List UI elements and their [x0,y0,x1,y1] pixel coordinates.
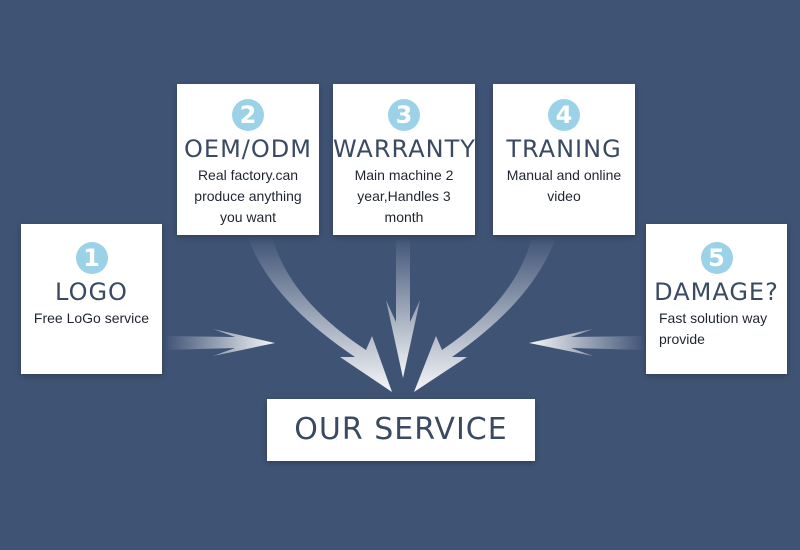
card-title: DAMAGE? [654,278,779,306]
our-service-box: OUR SERVICE [267,399,535,461]
our-service-label: OUR SERVICE [294,412,508,447]
arrow-down-curved-icon [414,237,556,392]
number-badge: 2 [232,99,264,131]
desc-line: produce anything [194,188,302,204]
desc-line: Main machine 2 [354,167,454,183]
desc-line: you want [219,209,277,225]
desc-line: Free LoGo service [33,310,150,326]
card-description: Real factory.can produce anything you wa… [177,165,319,228]
card-title: WARRANTY [333,135,476,163]
service-card-oem-odm: 2 OEM/ODM Real factory.can produce anyth… [177,84,319,235]
number-badge: 3 [388,99,420,131]
service-card-logo: 1 LOGO Free LoGo service [21,224,162,374]
desc-line: Real factory.can [197,167,299,183]
card-title: OEM/ODM [184,135,312,163]
desc-line: Manual and online [506,167,622,183]
arrow-left-icon [529,329,645,356]
number-badge: 5 [700,242,733,274]
desc-line: video [547,188,581,204]
card-title: TRANING [506,135,622,163]
desc-line: provide [659,331,705,347]
desc-line: Fast solution way [659,310,768,326]
service-card-damage: 5 DAMAGE? Fast solution way provide [646,224,787,374]
card-description: Manual and online video [493,165,635,207]
card-title: LOGO [55,278,128,306]
number-badge: 1 [75,242,108,274]
number-badge: 4 [548,99,580,131]
arrow-right-icon [165,329,275,356]
service-card-warranty: 3 WARRANTY Main machine 2 year,Handles 3… [333,84,475,235]
desc-line: month [384,209,424,225]
desc-line: year,Handles 3 [357,188,451,204]
card-description: Fast solution way provide [646,308,787,350]
card-description: Free LoGo service [21,308,162,329]
arrow-down-curved-icon [248,237,392,392]
card-description: Main machine 2 year,Handles 3 month [333,165,475,228]
service-card-training: 4 TRANING Manual and online video [493,84,635,235]
arrow-down-icon [386,237,420,378]
